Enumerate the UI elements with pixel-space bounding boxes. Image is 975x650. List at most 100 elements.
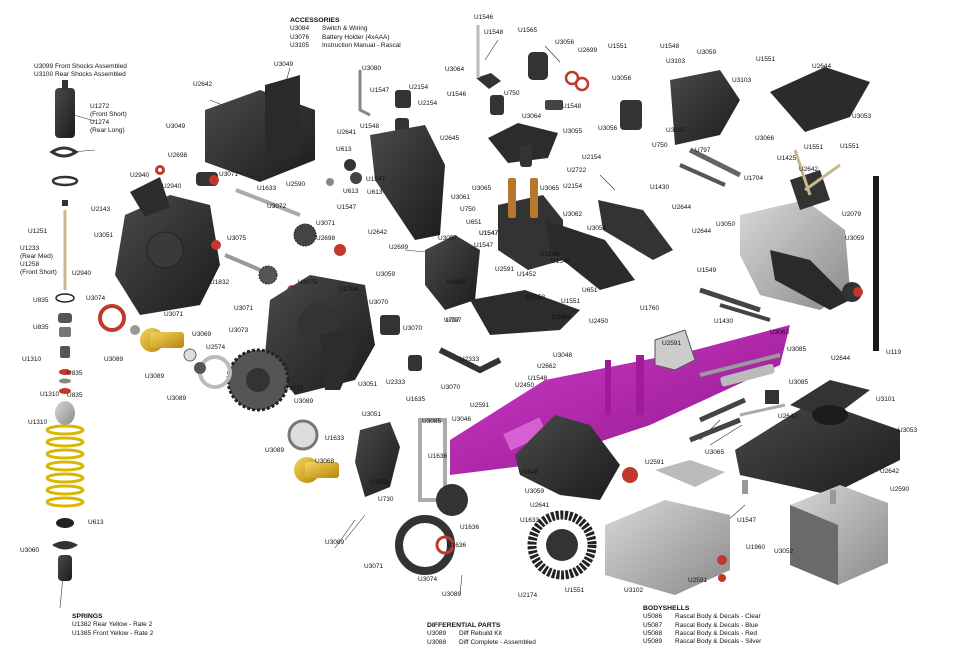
part-callout: U1430 <box>714 318 734 325</box>
part-callout: U3089 <box>167 395 187 402</box>
part-callout: U2450 <box>589 318 609 325</box>
part-callout: U2940 <box>72 270 92 277</box>
part-callout: U2079 <box>842 211 862 218</box>
accessories-title: ACCESSORIES <box>290 17 340 24</box>
part-callout: U3056 <box>598 125 618 132</box>
part-callout: U2591 <box>495 266 515 273</box>
part-callout: U1547 <box>479 230 499 237</box>
part-callout: U3089 <box>104 356 124 363</box>
part-callout: U3062 <box>563 211 583 218</box>
part-callout: U3059 <box>525 488 545 495</box>
part-callout: U3065 <box>705 449 725 456</box>
rear-right-arm <box>699 149 879 351</box>
part-callout: U1551 <box>840 143 860 150</box>
part-callout: U1548 <box>562 103 582 110</box>
center-bulkhead <box>326 125 445 240</box>
part-callout: U3059 <box>845 235 865 242</box>
part-callout: U2644 <box>831 355 851 362</box>
part-callout: U2642 <box>193 81 213 88</box>
part-callout: U2591 <box>662 340 682 347</box>
part-callout: U3051 <box>94 232 114 239</box>
part-callout: U3055 <box>563 128 583 135</box>
part-callout: U3080 <box>362 65 382 72</box>
part-callout: U730 <box>378 496 394 503</box>
part-callout: U3071 <box>164 311 184 318</box>
part-callout: U2450 <box>515 382 535 389</box>
part-callout: U1551 <box>756 56 776 63</box>
part-callout: U2644 <box>692 228 712 235</box>
part-callout: U1704 <box>744 175 764 182</box>
part-callout: U3102 <box>624 587 644 594</box>
part-callout: U2642 <box>799 166 819 173</box>
part-callout: U2699 <box>447 279 467 286</box>
part-callout: U1636 <box>428 453 448 460</box>
part-callout: U3053 <box>898 427 918 434</box>
part-callout: U835 <box>33 297 49 304</box>
part-callout: U2642 <box>368 229 388 236</box>
part-callout: U2699 <box>389 244 409 251</box>
part-callout: U3057 <box>438 235 458 242</box>
part-callout: U1549 <box>697 267 717 274</box>
part-callout: U2154 <box>563 183 583 190</box>
part-callout: U3070 <box>441 384 461 391</box>
part-callout: U1551 <box>561 298 581 305</box>
part-callout: U1760 <box>640 305 660 312</box>
part-callout: U3071 <box>364 563 384 570</box>
part-callout: U1430 <box>650 184 670 191</box>
part-callout: U1452 <box>517 271 537 278</box>
part-callout: U3056 <box>612 75 632 82</box>
shock-column <box>45 80 85 581</box>
part-callout: U3064 <box>445 66 465 73</box>
part-callout: U3059 <box>697 49 717 56</box>
front-suspension <box>515 353 786 500</box>
part-callout: U3089 <box>442 591 462 598</box>
springs-block: SPRINGS U1382 Rear Yellow - Rate 2 U1385… <box>72 613 154 637</box>
part-callout: U3089 <box>145 373 165 380</box>
part-callout: U2154 <box>418 100 438 107</box>
differential-title: DIFFERENTIAL PARTS <box>427 622 501 629</box>
part-callout: U835 <box>33 324 49 331</box>
part-callout: U3089 <box>325 539 345 546</box>
part-callout: U1633 <box>325 435 345 442</box>
shocks-note: U3099 Front Shocks Assembled U3100 Rear … <box>34 63 127 79</box>
gold-diff-outputs <box>98 304 339 483</box>
part-callout: U1832 <box>210 279 230 286</box>
part-callout: U2143 <box>91 206 111 213</box>
part-callout: U1251 <box>28 228 48 235</box>
part-callout: U750 <box>652 142 668 149</box>
part-callout: U651 <box>582 287 598 294</box>
part-callout: U1310 <box>40 391 60 398</box>
part-callout: U3056 <box>555 39 575 46</box>
part-callout: U3070 <box>403 325 423 332</box>
bodyshells-title: BODYSHELLS <box>643 605 690 612</box>
part-callout: U3085 <box>422 418 442 425</box>
part-callout: U3073 <box>229 327 249 334</box>
part-callout: U3049 <box>274 61 294 68</box>
part-callout: U3085 <box>789 379 809 386</box>
upper-steering <box>425 25 870 335</box>
part-callout: U2641 <box>337 129 357 136</box>
part-callout: U3071 <box>284 385 304 392</box>
shock-body-note: U1272 (Front Short) U1274 (Rear Long) <box>90 103 127 135</box>
part-callout: U2174 <box>518 592 538 599</box>
part-callout: U2940 <box>130 172 150 179</box>
part-callout: U1548 <box>540 251 560 258</box>
part-callout: U2333 <box>460 356 480 363</box>
part-callout: U3067 <box>666 127 686 134</box>
part-callout: U2591 <box>688 577 708 584</box>
part-callout: U750 <box>460 206 476 213</box>
part-callout: U3074 <box>418 576 438 583</box>
part-callout: U3069 <box>192 331 212 338</box>
part-callout: U3074 <box>86 295 106 302</box>
part-callout: U613 <box>343 188 359 195</box>
part-callout: U3049 <box>166 123 186 130</box>
part-callout: U3071 <box>234 305 254 312</box>
part-callout: U2642 <box>778 413 798 420</box>
part-callout: U3072 <box>267 203 287 210</box>
part-callout: U1633 <box>257 185 277 192</box>
